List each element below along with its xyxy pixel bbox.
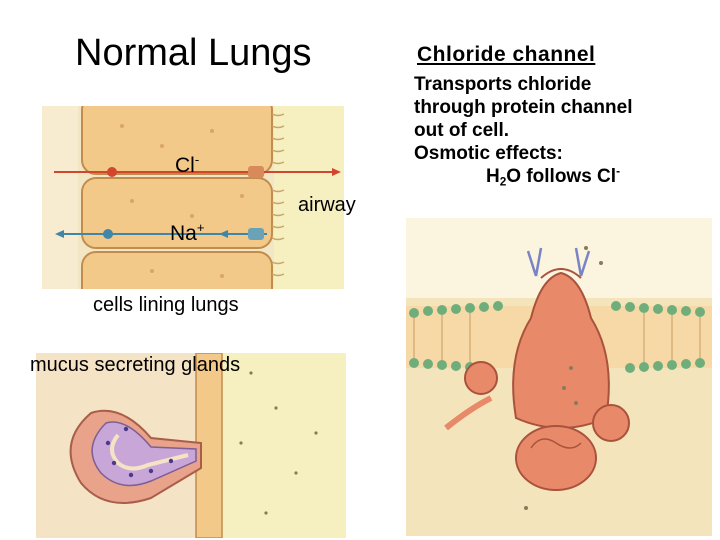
channel-description: Transports chloride through protein chan… xyxy=(414,73,633,188)
cl-arrow xyxy=(54,166,341,178)
airway-label: airway xyxy=(298,194,356,216)
channel-line-1: Transports chloride xyxy=(414,74,592,95)
cl-sup: - xyxy=(194,152,200,168)
epithelial-cells xyxy=(81,106,273,289)
channel-heading: Chloride channel xyxy=(417,43,596,66)
chloride-ions xyxy=(524,246,603,510)
cl-text: Cl xyxy=(175,154,195,177)
h-text: H xyxy=(486,166,500,187)
channel-line-2: through protein channel xyxy=(414,97,633,118)
na-label: Na+ xyxy=(170,220,205,246)
cl-label: Cl- xyxy=(175,152,200,178)
glands-label: mucus secreting glands xyxy=(30,354,241,376)
na-sup: + xyxy=(196,220,205,236)
chloride-channel-illustration xyxy=(406,218,712,536)
channel-line-5: H2O follows Cl- xyxy=(414,165,633,188)
na-text: Na xyxy=(170,222,197,245)
gland-body xyxy=(69,409,202,504)
o-follows-text: O follows Cl xyxy=(506,166,617,187)
gland-illustration xyxy=(36,353,346,538)
lung-epithelium-illustration xyxy=(42,106,344,289)
page-title: Normal Lungs xyxy=(75,32,312,74)
channel-protein xyxy=(444,247,630,491)
channel-line-3: out of cell. xyxy=(414,120,509,141)
cl-sup-2: - xyxy=(616,164,620,178)
channel-line-4: Osmotic effects: xyxy=(414,143,563,164)
cells-label: cells lining lungs xyxy=(93,294,239,316)
h-sub: 2 xyxy=(499,175,507,189)
na-arrow xyxy=(55,228,267,240)
cilia xyxy=(271,113,285,277)
